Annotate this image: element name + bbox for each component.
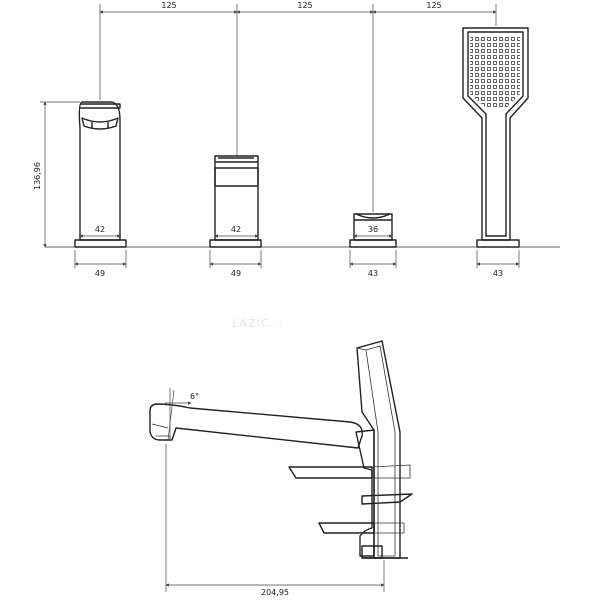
upper-lever-side (288, 466, 373, 479)
spout-front (74, 101, 127, 248)
length-dimension: 204,95 (165, 444, 385, 597)
side-view: 6° 204,95 (149, 340, 413, 597)
spacing-label-1: 125 (161, 1, 176, 10)
inner-width-dimensions: 42 42 36 (79, 225, 393, 238)
mid-lever-side (361, 493, 413, 505)
height-dimension: 136,96 (33, 101, 80, 248)
base-width-label-1: 49 (95, 269, 105, 278)
watermark: LAZIC... (232, 317, 283, 330)
base-width-label-4: 43 (493, 269, 503, 278)
mixer-front-2 (349, 213, 397, 248)
base-width-label-2: 49 (231, 269, 241, 278)
inner-width-label-1: 42 (95, 225, 105, 234)
lower-lever-side (318, 522, 375, 534)
hand-shower-front (462, 27, 529, 248)
valve-body-side (355, 429, 375, 557)
hand-shower-side (356, 340, 401, 559)
mixer-front-1 (209, 155, 262, 248)
angle-label: 6° (190, 392, 199, 401)
angle-dimension: 6° (165, 388, 199, 441)
base-width-dimensions: 49 49 43 43 (74, 250, 520, 278)
spout-side (149, 403, 363, 449)
height-label: 136,96 (33, 162, 42, 190)
spacing-label-2: 125 (297, 1, 312, 10)
inner-width-label-2: 42 (231, 225, 241, 234)
spacing-label-3: 125 (426, 1, 441, 10)
length-label: 204,95 (261, 588, 289, 597)
base-width-label-3: 43 (368, 269, 378, 278)
front-view: 125 125 125 136,96 (33, 1, 560, 278)
inner-width-label-3: 36 (368, 225, 378, 234)
spacing-dimension: 125 125 125 (99, 1, 497, 212)
